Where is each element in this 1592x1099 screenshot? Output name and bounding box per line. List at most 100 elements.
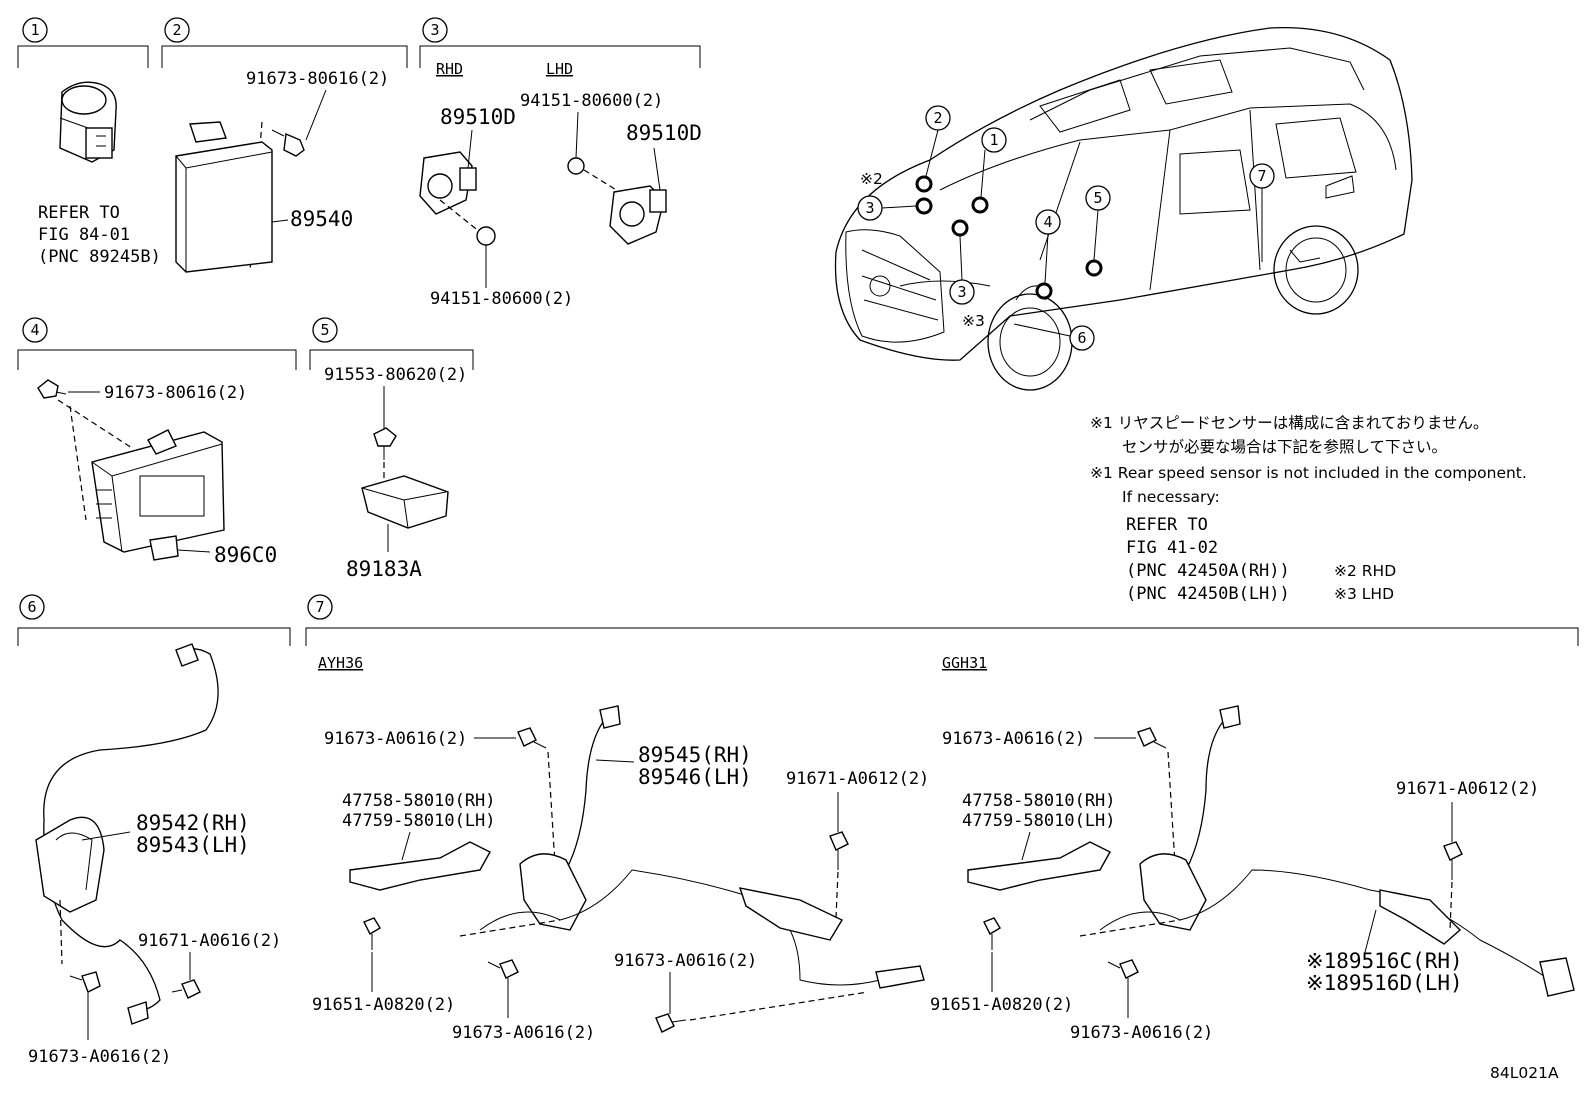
bolt-icon [171,979,201,999]
section-7-ayh36: AYH36 91673-A0616(2) 47758-58010(RH) 477… [312,654,929,1043]
lhd-nut-label: 94151-80600(2) [520,91,663,111]
section-1-number: 1 [30,21,39,39]
note-mark-3: ※3 LHD [1334,585,1394,603]
bolt-icon [517,727,547,749]
section-3-number: 3 [430,21,439,39]
section-3-sensors: RHD LHD 94151-80600(2) 89510D 89510D 941… [419,60,702,309]
vehicle-callout-3b: 3 [949,279,975,305]
bolt-label: 91673-80616(2) [246,69,389,89]
bolt-left-low-label: 91651-A0820(2) [930,995,1073,1015]
note-refer-1: REFER TO [1126,515,1208,535]
section-6-header: 6 [17,594,291,646]
section-5-header: 5 [309,317,474,370]
bolt-icon [363,917,381,950]
note-refer-2: FIG 41-02 [1126,538,1218,558]
section-4-module: 91673-80616(2) 896C0 [37,379,277,567]
rhd-nut-label: 94151-80600(2) [430,289,573,309]
section-2-header: 2 [161,17,408,68]
bracket-lh-label: 47759-58010(LH) [342,811,496,831]
vehicle-callout-6: 6 [1069,325,1095,351]
bolt-left-low-label: 91651-A0820(2) [312,995,455,1015]
bolt-mid-low-label: 91673-A0616(2) [1070,1023,1213,1043]
vehicle-callout-2: 2 [925,105,951,131]
section-7-ggh31: GGH31 91673-A0616(2) 47758-58010(RH) 477… [930,654,1575,1043]
section-6-number: 6 [27,598,36,616]
note-en-2: If necessary: [1122,488,1220,506]
sensor-rh-label: ※189516C(RH) [1306,949,1463,973]
nut-icon [476,226,496,246]
section-1-header: 1 [17,17,149,68]
bolt-icon [829,831,849,870]
bolt-top-label: 91673-A0616(2) [324,729,467,749]
section-5-sensor: 91553-80620(2) 89183A [324,365,467,581]
bolt-mid-low-label: 91673-A0616(2) [452,1023,595,1043]
svg-text:7: 7 [1257,167,1266,185]
section-2-number: 2 [172,21,181,39]
section-6-speed-sensor: 89542(RH) 89543(LH) 91671-A0616(2) 91673… [28,643,281,1067]
refer-line-1: REFER TO [38,203,120,223]
note-refer-4: (PNC 42450B(LH)) [1126,584,1290,604]
svg-text:3: 3 [865,199,874,217]
notes-block: ※1 リヤスピードセンサーは構成に含まれておりません。 センサが必要な場合は下記… [1090,414,1527,604]
bolt-label: 91553-80620(2) [324,365,467,385]
part-89543-lh: 89543(LH) [136,833,250,857]
bolt-icon [487,959,519,979]
refer-line-3: (PNC 89245B) [38,247,161,267]
note-en-1: ※1 Rear speed sensor is not included in … [1090,464,1527,482]
vehicle-illustration: 2 1 ※2 3 3 ※3 4 5 6 7 [834,26,1413,391]
svg-text:3: 3 [957,283,966,301]
vehicle-callout-5: 5 [1085,185,1111,211]
lhd-label: LHD [546,60,573,78]
bracket-lh-label: 47759-58010(LH) [962,811,1116,831]
sensor-lh-label: ※189516D(LH) [1306,971,1463,995]
bracket-rh-label: 47758-58010(RH) [342,791,496,811]
note-refer-3: (PNC 42450A(RH)) [1126,561,1290,581]
figure-id: 84L021A [1490,1064,1559,1082]
model-ayh36: AYH36 [318,654,363,672]
nut-icon [567,157,585,175]
bolt-label: 91673-80616(2) [104,383,247,403]
vehicle-callout-7: 7 [1249,163,1275,189]
svg-text:6: 6 [1077,329,1086,347]
note-jp-1: ※1 リヤスピードセンサーは構成に含まれておりません。 [1090,414,1488,432]
part-896C0: 896C0 [214,543,277,567]
bolt-icon [1137,727,1167,749]
section-7-number: 7 [315,598,324,616]
sensor-rh-label: 89545(RH) [638,743,752,767]
bolt-right-label: 91671-A0612(2) [786,769,929,789]
lhd-part: 89510D [626,121,702,145]
section-5-number: 5 [320,321,329,339]
bolt-icon [271,129,305,157]
bolt-icon [69,971,101,993]
model-ggh31: GGH31 [942,654,987,672]
refer-line-2: FIG 84-01 [38,225,130,245]
bolt-icon [655,1013,687,1033]
svg-text:5: 5 [1093,189,1102,207]
mark-2: ※2 [860,170,883,188]
vehicle-callout-3a: 3 [857,195,883,221]
section-2-ecu: 91673-80616(2) 89540 [175,69,389,273]
bolt-a-label: 91671-A0616(2) [138,931,281,951]
svg-text:4: 4 [1043,213,1052,231]
bolt-right-label: 91671-A0612(2) [1396,779,1539,799]
bolt-b-label: 91673-A0616(2) [28,1047,171,1067]
bolt-top-label: 91673-A0616(2) [942,729,1085,749]
bolt-icon [983,917,1001,950]
section-4-header: 4 [17,317,297,370]
rhd-label: RHD [436,60,463,78]
bolt-icon [37,379,67,399]
bolt-icon [1107,959,1139,979]
part-89183A: 89183A [346,557,422,581]
part-89540: 89540 [290,207,353,231]
bolt-icon [373,427,397,460]
bracket-rh-label: 47758-58010(RH) [962,791,1116,811]
vehicle-callout-1: 1 [981,127,1007,153]
svg-text:2: 2 [933,109,942,127]
rhd-part: 89510D [440,105,516,129]
sensor-lh-label: 89546(LH) [638,765,752,789]
note-mark-2: ※2 RHD [1334,562,1396,580]
bolt-icon [1443,841,1463,880]
part-89542-rh: 89542(RH) [136,811,250,835]
note-jp-2: センサが必要な場合は下記を参照して下さい。 [1122,438,1447,456]
